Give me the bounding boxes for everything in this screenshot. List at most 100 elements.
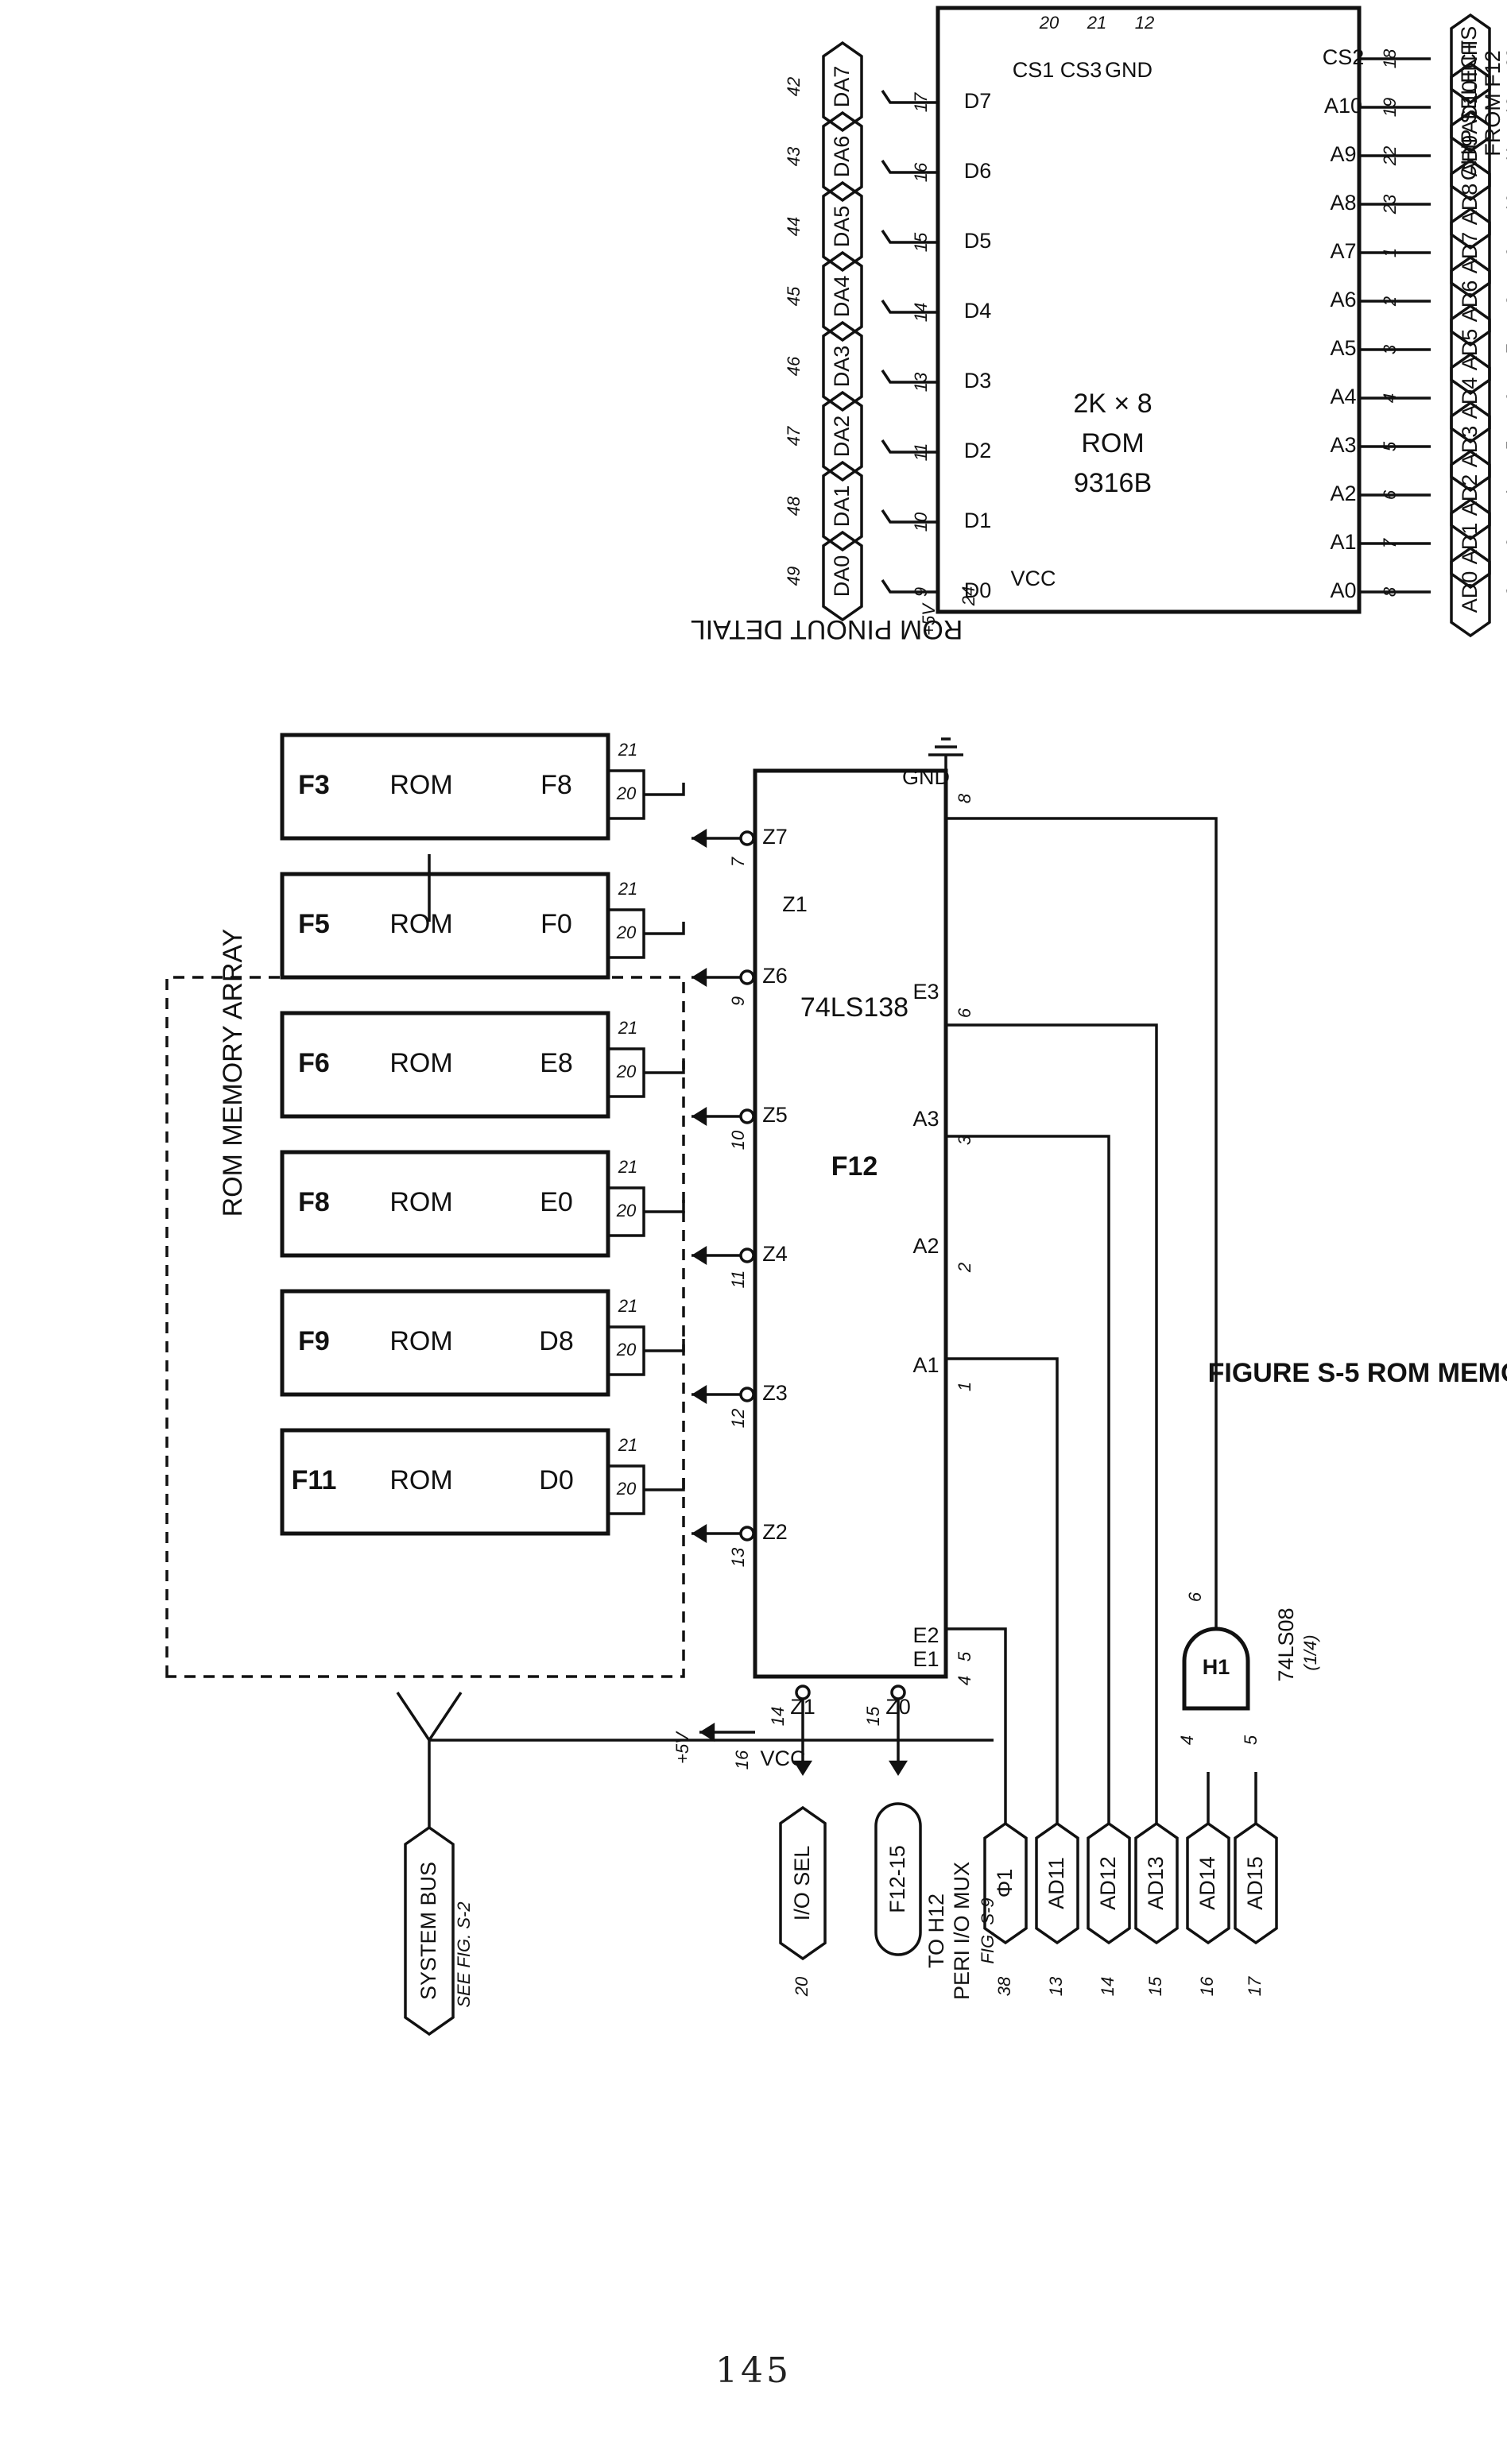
gate-part: 74LS08 — [1274, 1607, 1298, 1681]
pinout-cs-pin-2: 12 — [1135, 13, 1154, 33]
rom-chip-f11-wire — [644, 1478, 685, 1491]
pinout-addr-a9-name: A9 — [1330, 142, 1356, 166]
pinout-addr-a7-bus: 9 — [1503, 248, 1507, 257]
decoder-in-e2-pin: 5 — [955, 1651, 974, 1661]
bus-fork — [396, 1692, 463, 1743]
pinout-addr-a0-bus: 2 — [1503, 587, 1507, 598]
pinout-addr-a2-bus: 4 — [1503, 490, 1507, 500]
decoder-z1-name: Z1 — [782, 892, 808, 916]
system-bus-ref: SEE FIG. S-2 — [454, 1901, 474, 2007]
pinout-addr-a8-bus: 10 — [1503, 194, 1507, 214]
f12-15-label: F12-15 — [885, 1845, 909, 1913]
rom-chip-f5-pin21: 21 — [618, 879, 637, 899]
pinout-data-d5-flag — [822, 180, 863, 273]
pinout-vcc-pin: 24 — [959, 586, 978, 606]
decoder-z1-pin: 14 — [768, 1707, 788, 1726]
rom-chip-f5-id: F5 — [298, 909, 330, 939]
decoder-out-z6-pin: 9 — [728, 996, 748, 1006]
rom-chip-f11-type: ROM — [389, 1465, 452, 1495]
decoder-out-z4-pin: 11 — [728, 1271, 748, 1289]
pinout-data-d4-name: D4 — [964, 299, 992, 323]
pinout-data-d6-name: D6 — [964, 159, 992, 183]
pinout-cs-label-1: CS3 — [1060, 58, 1102, 82]
pinout-addr-a8-name: A8 — [1330, 191, 1356, 215]
pinout-data-d2-bus: 47 — [784, 426, 804, 446]
pinout-data-d4-flag-label: DA4 — [830, 276, 854, 318]
rom-chip-f5-type: ROM — [389, 909, 452, 939]
decoder-out-z4-arrow — [692, 1246, 707, 1265]
rom-chip-f6-id: F6 — [298, 1048, 330, 1078]
pinout-data-d2-wire — [881, 439, 938, 454]
pinout-addr-a10-bus: 12 — [1503, 98, 1507, 117]
rom-chip-f6-wire — [644, 1061, 685, 1074]
decoder-out-z5-bubble — [739, 1108, 755, 1124]
pinout-addr-a3-bus: 5 — [1503, 441, 1507, 451]
pinout-data-d6-wire — [881, 160, 938, 174]
pinout-data-d5-bus: 44 — [784, 217, 804, 236]
pinout-addr-a0-flag-label: AD0 — [1458, 571, 1482, 613]
decoder-out-z2-pin: 13 — [728, 1547, 748, 1567]
pinout-addr-a8-flag-label: AD8 — [1458, 184, 1482, 226]
addr-in-ad14-flag-label: AD14 — [1195, 1856, 1219, 1910]
rom-chip-f9-pin21: 21 — [618, 1296, 637, 1316]
chip-selects-line-1: FROM F12 — [1481, 50, 1505, 157]
f12-15-flag — [874, 1802, 922, 1956]
pinout-addr-a4-name: A4 — [1330, 385, 1356, 408]
decoder-in-e1-pin: 4 — [955, 1676, 974, 1685]
gate-pin-a: 4 — [1177, 1735, 1197, 1745]
pinout-data-d3-wire — [881, 369, 938, 384]
pinout-data-d6-flag-label: DA6 — [830, 136, 854, 178]
rom-chip-f9-pin20: 20 — [616, 1340, 637, 1360]
phi1-route — [946, 1627, 1007, 1772]
rom-chip-f11-addr: D0 — [539, 1465, 573, 1495]
rom-chip-f8-pin20: 20 — [616, 1201, 637, 1220]
addr-in-ad11-pin: 13 — [1046, 1976, 1066, 1996]
pinout-addr-a1-flag — [1450, 497, 1491, 590]
to-h12-line-1: PERI I/O MUX — [950, 1862, 974, 2000]
rom-chip-f9-wire — [644, 1339, 685, 1352]
decoder-in-gnd-name: GND — [902, 765, 950, 789]
pinout-addr-a10-flag — [1450, 61, 1491, 153]
decoder-in-e3-pin: 6 — [955, 1008, 974, 1018]
pinout-data-d4-wire — [881, 300, 938, 314]
addr-in-ad11-flag-label: AD11 — [1044, 1857, 1068, 1909]
pinout-addr-a9-flag — [1450, 110, 1491, 202]
chip-selects-line-0: CHIP SELECTS — [1457, 26, 1481, 181]
gate-h1 — [1182, 1627, 1250, 1711]
ad11-route — [946, 1357, 1059, 1772]
decoder-vcc-sig: +5V — [672, 1731, 692, 1764]
decoder-out-z3-bubble — [739, 1387, 755, 1402]
pinout-addr-a4-flag — [1450, 352, 1491, 444]
pinout-data-d1-flag — [822, 460, 863, 552]
pinout-chip — [936, 6, 1362, 614]
rom-chip-f11-id: F11 — [292, 1465, 337, 1495]
figure-caption: FIGURE S-5 ROM MEMORY — [1208, 1358, 1507, 1388]
decoder-out-z5-name: Z5 — [762, 1103, 788, 1127]
pinout-data-d4-bus: 45 — [784, 286, 804, 306]
rom-chip-f11-pin21: 21 — [618, 1435, 637, 1455]
decoder-out-z3-name: Z3 — [762, 1381, 788, 1405]
rom-chip-f5-addr: F0 — [540, 909, 572, 939]
rom-chip-f3-id: F3 — [298, 770, 330, 800]
rom-array-title: ROM MEMORY ARRAY — [218, 929, 248, 1217]
rom-chip-f8-addr: E0 — [540, 1187, 573, 1217]
pinout-addr-a10-flag-label: AD10 — [1458, 80, 1482, 134]
io-sel-flag — [779, 1805, 827, 1961]
rom-chip-f8-wire — [644, 1200, 685, 1213]
rom-chip-f9-addr: D8 — [539, 1326, 573, 1356]
pinout-addr-cs2-name: CS2 — [1323, 45, 1365, 69]
decoder-out-z7-pin: 7 — [728, 857, 748, 867]
decoder-out-z5-arrow — [692, 1107, 707, 1126]
decoder-z0-arrow — [889, 1760, 908, 1776]
pinout-addr-a1-name: A1 — [1330, 530, 1356, 554]
pinout-data-d7-bus: 42 — [784, 77, 804, 96]
pinout-data-d0-bus: 49 — [784, 567, 804, 586]
decoder-in-gnd-pin: 8 — [955, 793, 974, 803]
gate-h1-id: H1 — [1203, 1655, 1230, 1679]
rom-chip-f8-type: ROM — [389, 1187, 452, 1217]
pinout-addr-cs2-bus: 32 — [1503, 49, 1507, 68]
pinout-addr-cs2-flag-label: INH — [1458, 41, 1482, 78]
decoder-out-z6-name: Z6 — [762, 964, 788, 988]
